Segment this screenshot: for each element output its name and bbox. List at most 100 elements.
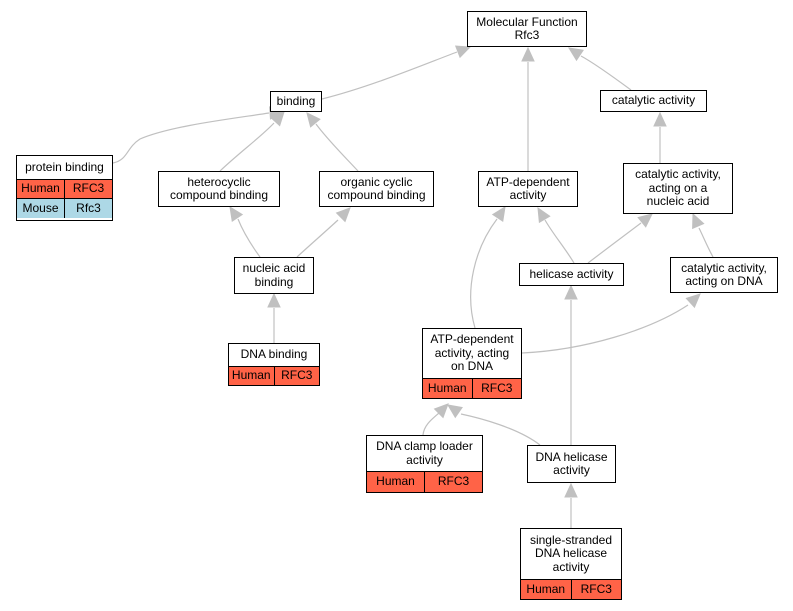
arrowhead [447,404,463,419]
arrowhead [454,45,472,59]
gene-label: RFC3 [437,474,470,489]
edge-line [296,219,339,258]
edge-protein-binding-to-binding [112,106,285,164]
node-label: heterocyclic compound binding [169,174,269,202]
node-binding[interactable]: binding [270,91,322,112]
node-catalytic-activity-nucleic-acid[interactable]: catalytic activity, acting on a nucleic … [623,163,733,214]
arrowhead [685,293,701,309]
edge-catalytic-nucleic-to-catalytic-activity [653,111,667,163]
node-protein-binding[interactable]: protein binding Human RFC3 Mouse Rfc3 [16,155,113,221]
edge-line [112,112,270,164]
arrowhead [269,111,285,127]
edge-line [315,123,359,172]
gene-label: RFC3 [72,181,105,196]
node-label: catalytic activity, acting on a nucleic … [635,167,721,209]
edge-line [470,218,498,329]
node-label: catalytic activity, acting on DNA [681,260,767,288]
arrowhead [564,284,578,300]
arrowhead [433,403,449,419]
edge-line [321,51,458,100]
arrowhead [653,111,667,127]
arrowhead [568,47,584,62]
edge-dna-binding-to-nucleic-acid-binding [267,292,281,343]
arrowhead [491,206,506,222]
arrowhead [537,206,551,224]
edge-organic-cyclic-to-binding [306,112,359,172]
node-label: single-stranded DNA helicase activity [529,532,613,574]
edge-binding-to-molecular-function [321,45,472,100]
species-label: Human [367,472,425,492]
species-label: Human [521,580,572,599]
node-heterocyclic-compound-binding[interactable]: heterocyclic compound binding [158,171,280,207]
node-organic-cyclic-compound-binding[interactable]: organic cyclic compound binding [319,171,434,207]
node-label: DNA helicase activity [535,449,608,477]
node-helicase-activity[interactable]: helicase activity [519,263,624,286]
node-atp-dependent-activity-dna[interactable]: ATP-dependent activity, acting on DNA Hu… [422,328,522,399]
edge-nucleic-acid-binding-to-organic-cyclic [296,207,351,258]
edge-line [698,227,714,258]
arrowhead [267,292,281,308]
edge-atp-dependent-dna-to-catalytic-dna [521,293,701,354]
annotation-row-human: Human RFC3 [521,579,621,599]
edge-nucleic-acid-binding-to-heterocyclic [229,206,261,258]
edge-dna-clamp-loader-to-atp-dependent-dna [422,403,449,436]
edge-ss-dna-helicase-to-dna-helicase [564,482,578,528]
edge-line [219,122,275,172]
node-label: nucleic acid binding [242,261,306,289]
species-label: Human [17,180,65,198]
gene-label: Rfc3 [76,200,101,215]
edge-helicase-to-atp-dependent [537,206,575,264]
arrowhead [564,482,578,498]
arrowhead [637,213,653,228]
node-catalytic-activity[interactable]: catalytic activity [600,90,707,112]
node-atp-dependent-activity[interactable]: ATP-dependent activity [478,171,578,207]
edge-line [580,55,632,91]
node-label: helicase activity [529,266,614,281]
node-dna-binding[interactable]: DNA binding Human RFC3 [228,343,320,386]
annotation-row-human: Human RFC3 [367,471,482,492]
annotation-row-human: Human RFC3 [423,378,521,398]
arrowhead [692,212,705,230]
node-label: binding [276,93,316,108]
species-label: Human [423,379,473,398]
edge-dna-helicase-to-helicase [564,284,578,445]
edge-line [521,304,689,354]
edge-atp-dependent-dna-to-atp-dependent [470,206,506,329]
arrowhead [521,46,535,62]
node-dna-helicase-activity[interactable]: DNA helicase activity [527,445,616,483]
arrowhead [306,112,321,128]
edge-line [460,413,541,446]
node-label: Molecular Function Rfc3 [476,14,578,42]
annotation-row-mouse: Mouse Rfc3 [17,198,112,218]
node-label: ATP-dependent activity, acting on DNA [430,332,514,374]
node-catalytic-activity-dna[interactable]: catalytic activity, acting on DNA [670,257,778,293]
node-label: ATP-dependent activity [486,174,570,202]
edge-atp-dependent-to-molecular-function [521,46,535,171]
edge-line [544,219,575,264]
annotation-row-human: Human RFC3 [17,179,112,198]
edge-dna-helicase-to-atp-dependent-dna [447,404,541,446]
node-label: catalytic activity [611,93,696,108]
node-molecular-function[interactable]: Molecular Function Rfc3 [467,11,587,47]
node-label: DNA binding [240,347,308,362]
gene-label: RFC3 [281,368,313,383]
annotation-row-human: Human RFC3 [229,366,319,385]
species-label: Human [229,367,275,385]
edge-catalytic-dna-to-catalytic-nucleic [692,212,714,258]
species-label: Mouse [17,199,65,218]
node-nucleic-acid-binding[interactable]: nucleic acid binding [234,257,314,294]
arrowhead [229,206,244,222]
edge-line [587,222,642,264]
node-label: DNA clamp loader activity [376,439,473,467]
gene-label: RFC3 [481,380,513,395]
arrowhead [335,207,351,223]
node-dna-clamp-loader-activity[interactable]: DNA clamp loader activity Human RFC3 [366,435,483,493]
edge-catalytic-activity-to-molecular-function [568,47,632,91]
gene-label: RFC3 [580,581,612,596]
edge-helicase-to-catalytic-nucleic [587,213,653,264]
node-label: protein binding [25,159,104,174]
node-single-stranded-dna-helicase[interactable]: single-stranded DNA helicase activity Hu… [520,528,622,600]
edge-line [422,412,440,436]
